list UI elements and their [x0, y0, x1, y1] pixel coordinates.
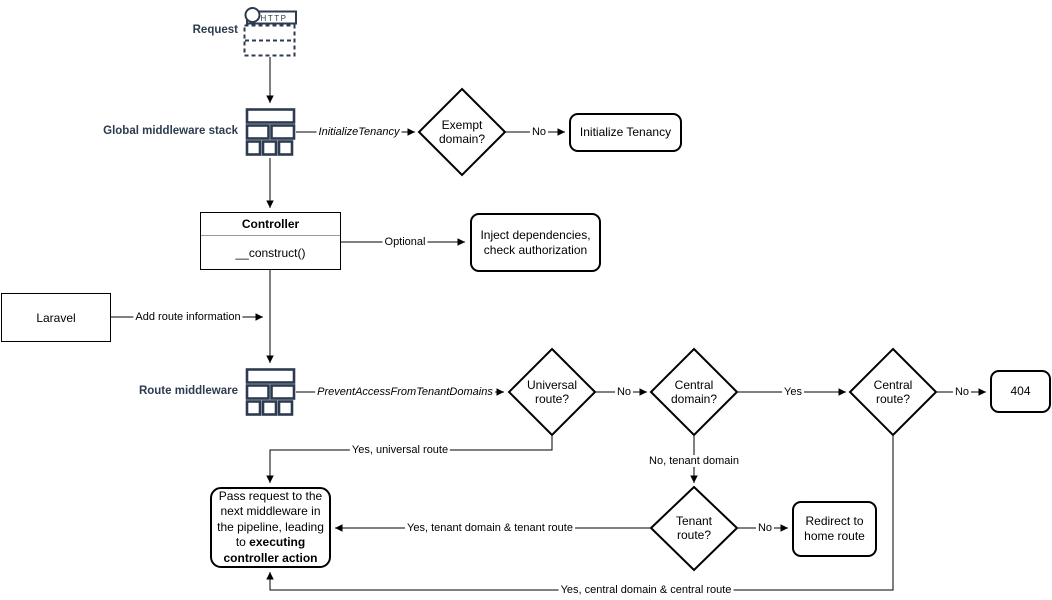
redirect-home-label: Redirect to home route: [804, 514, 865, 543]
initialize-tenancy-label: Initialize Tenancy: [579, 125, 672, 140]
edge-label-yes-tenant: Yes, tenant domain & tenant route: [405, 522, 575, 534]
central-domain-diamond: [649, 347, 739, 437]
controller-method: __construct(): [235, 245, 306, 260]
exempt-domain-diamond: [417, 87, 507, 177]
tenant-route-diamond: [649, 485, 739, 572]
edge-label-central-domain-yes: Yes: [782, 386, 804, 398]
pass-request-label: Pass request to the next middleware in t…: [217, 489, 324, 565]
edge-label-universal-no: No: [614, 386, 634, 398]
edge-label-tenant-no: No: [755, 522, 775, 534]
global-middleware-label: Global middleware stack: [103, 125, 238, 137]
central-route-label: Central route?: [873, 377, 913, 406]
universal-route-label: Universal route?: [526, 377, 577, 406]
central-route-diamond: [848, 347, 938, 437]
laravel-label: Laravel: [36, 310, 76, 325]
laravel-node: Laravel: [1, 293, 111, 342]
edge-label-universal-yes: Yes, universal route: [349, 444, 451, 456]
edge-label-central-route-no: No: [952, 386, 972, 398]
edge-universal-yes-to-pass: [266, 435, 553, 483]
controller-node: Controller __construct(): [200, 212, 341, 270]
inject-dependencies-node: Inject dependencies, check authorization: [470, 213, 601, 272]
edge-label-add-route-information: Add route information: [133, 311, 243, 323]
initialize-tenancy-node: Initialize Tenancy: [569, 113, 682, 152]
404-node: 404: [990, 370, 1051, 413]
tenant-route-label: Tenant route?: [675, 513, 713, 542]
request-label: Request: [192, 24, 238, 36]
edge-label-optional: Optional: [382, 236, 428, 248]
universal-route-diamond: [507, 347, 597, 437]
central-domain-label: Central domain?: [670, 377, 718, 406]
controller-title: Controller: [201, 213, 340, 236]
exempt-domain-label: Exempt domain?: [438, 117, 486, 146]
redirect-home-node: Redirect to home route: [792, 501, 877, 557]
route-middleware-stack-icon: [245, 368, 296, 416]
middleware-stack-icon: [245, 108, 296, 156]
http-request-icon: HTTP: [243, 7, 297, 57]
http-label: HTTP: [261, 14, 288, 23]
edge-label-yes-central: Yes, central domain & central route: [558, 584, 734, 596]
edge-label-no-tenant-domain: No, tenant domain: [647, 455, 741, 467]
404-label: 404: [1010, 384, 1031, 399]
edge-label-initialize-tenancy: InitializeTenancy: [316, 126, 402, 138]
edge-label-exempt-no: No: [529, 126, 549, 138]
pass-request-node: Pass request to the next middleware in t…: [210, 487, 331, 568]
route-middleware-label: Route middleware: [138, 385, 238, 397]
inject-dependencies-label: Inject dependencies, check authorization: [480, 227, 591, 257]
edge-label-prevent-access: PreventAccessFromTenantDomains: [315, 386, 495, 398]
